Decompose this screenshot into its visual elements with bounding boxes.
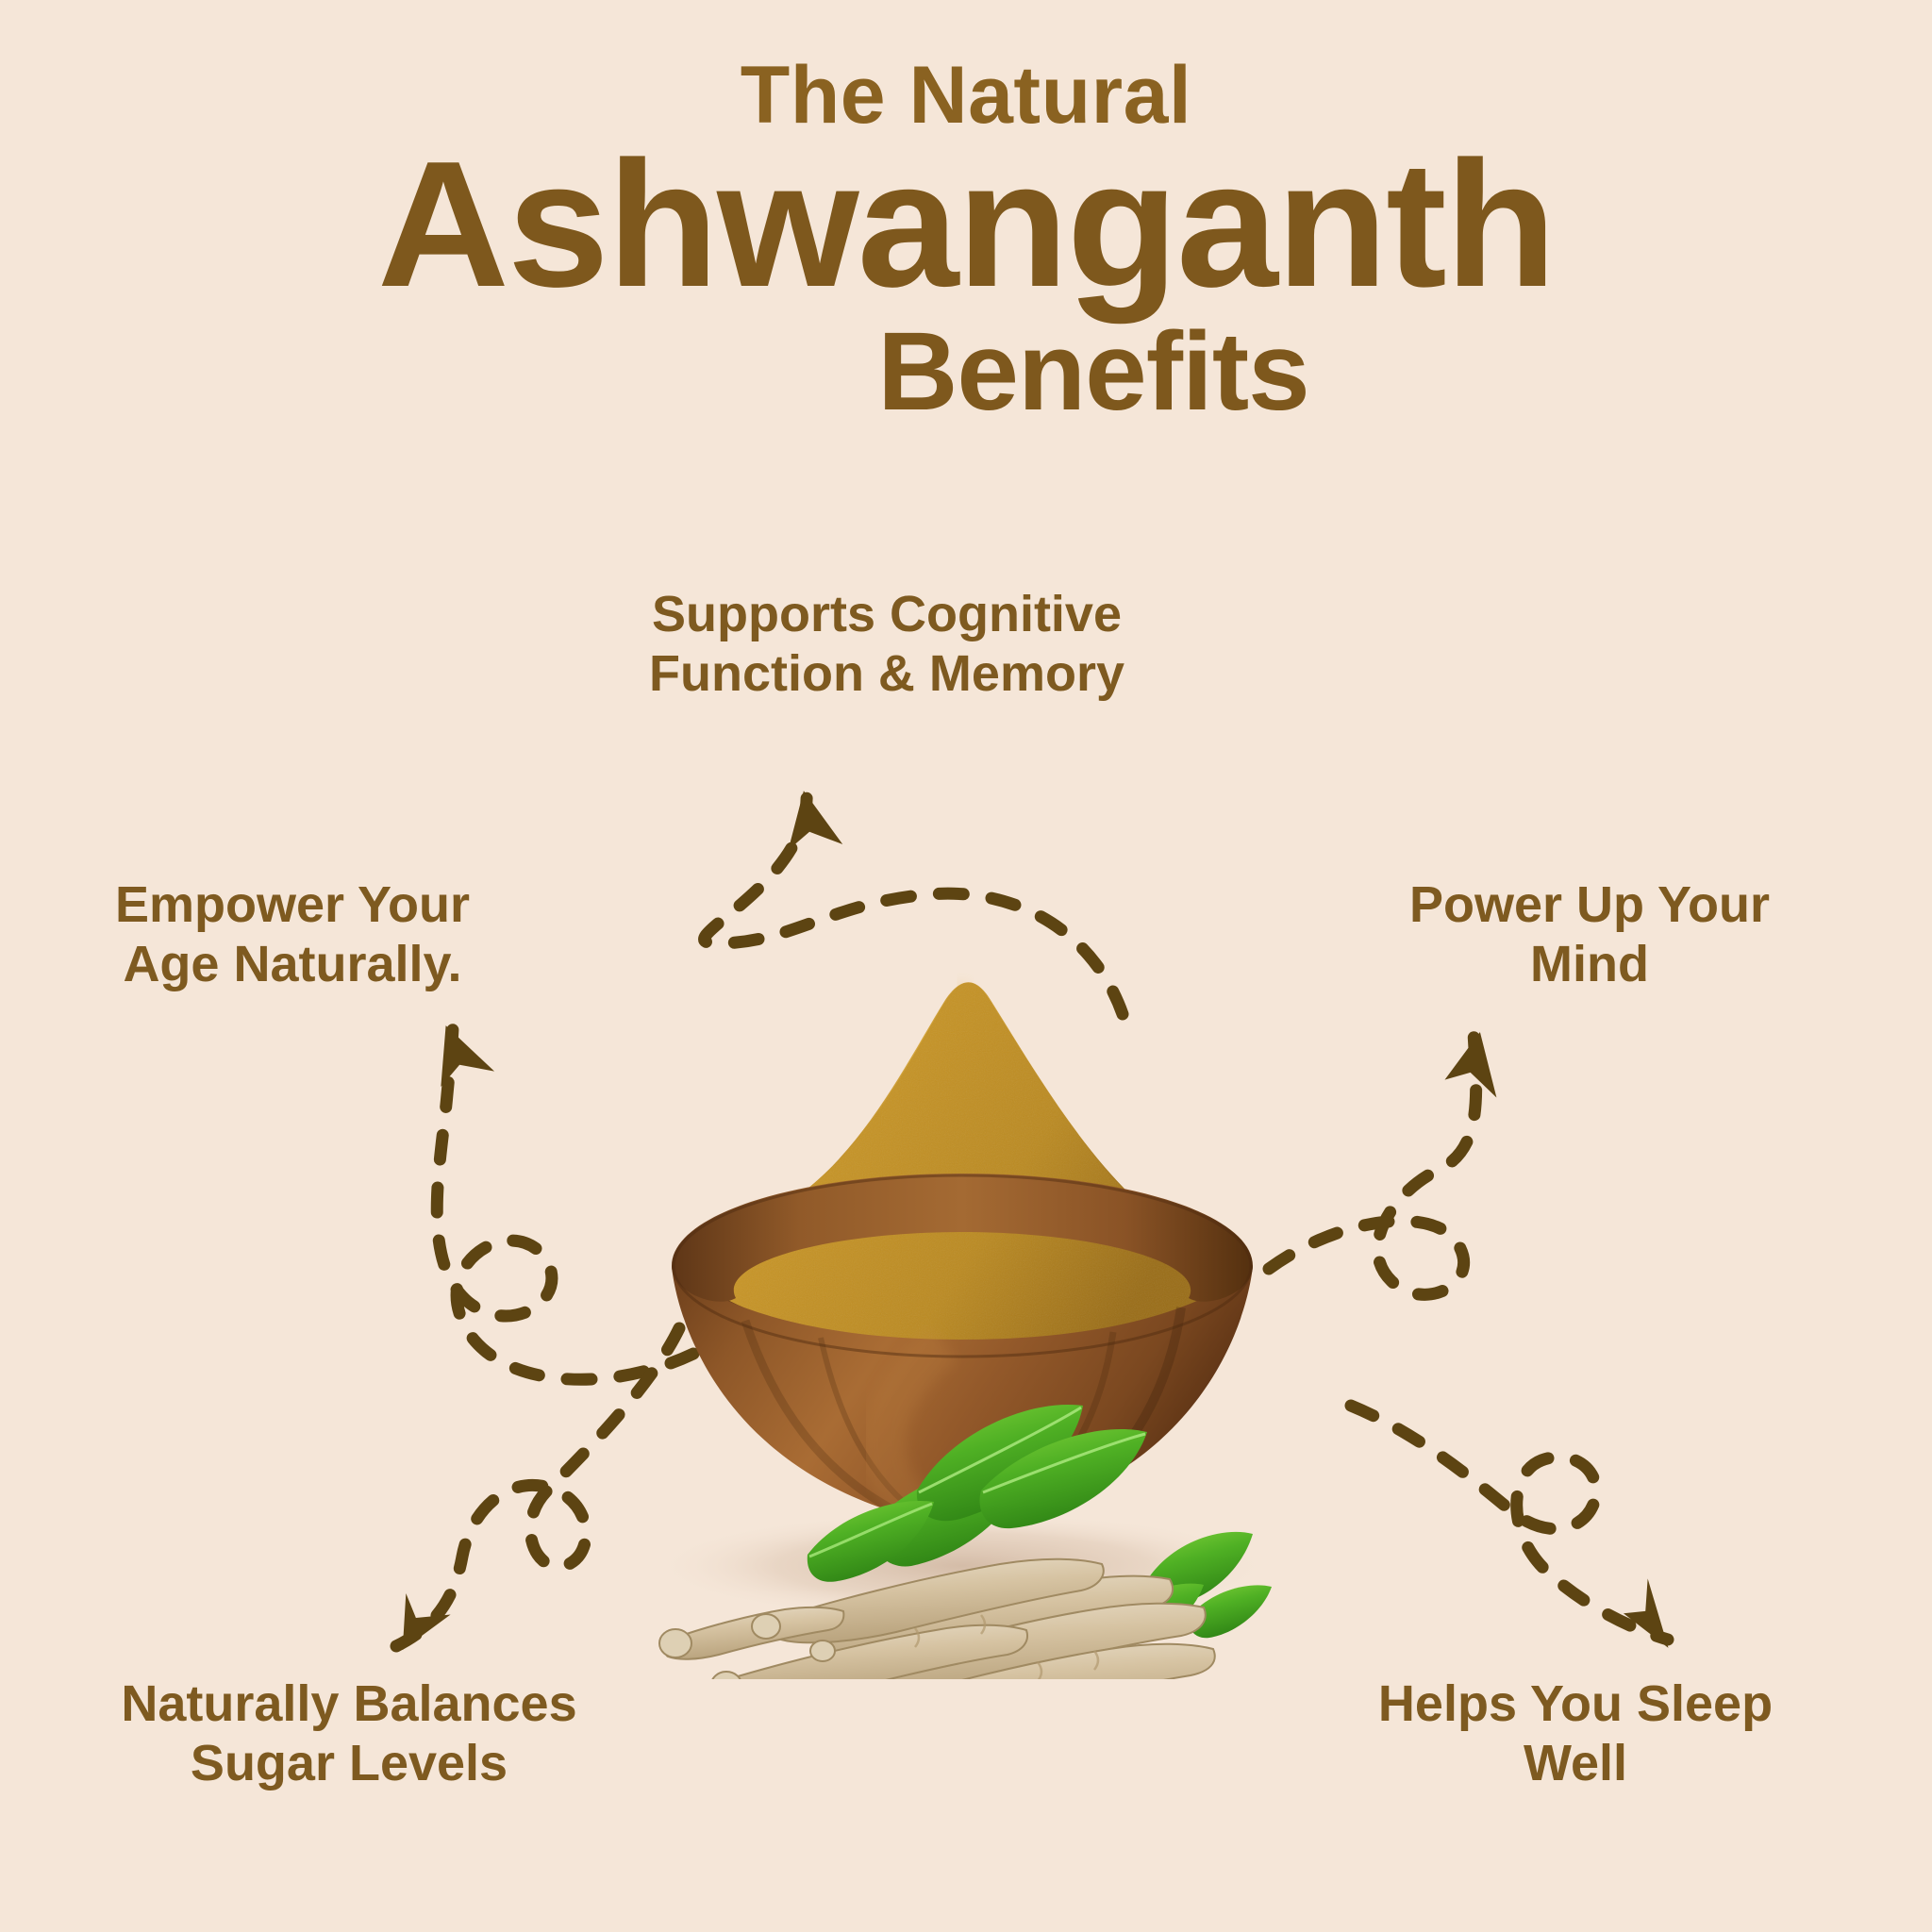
heading-eyebrow: The Natural: [740, 50, 1192, 141]
arrowhead-mind: [1444, 1031, 1497, 1098]
arrowhead-cognitive: [788, 791, 843, 851]
benefit-label-sleep: Helps You Sleep Well: [1377, 1675, 1774, 1792]
arrowhead-sleep: [1623, 1578, 1669, 1648]
ashwagandha-roots: [658, 1557, 1216, 1679]
poster-heading-block: The Natural Ashwanganth Benefits: [0, 55, 1932, 427]
benefit-label-mind: Power Up Your Mind: [1408, 876, 1771, 993]
benefit-label-cognitive: Supports Cognitive Function & Memory: [648, 586, 1124, 703]
page-title: Ashwanganth: [376, 125, 1557, 325]
arrowhead-aging: [441, 1025, 495, 1087]
connector-sleep: [1344, 1399, 1674, 1646]
arrowhead-sugar: [402, 1592, 451, 1651]
bowl-rim: [672, 1174, 1253, 1302]
benefit-label-aging: Empower Your Age Naturally.: [114, 876, 471, 993]
ashwagandha-powder-bowl-image: [585, 962, 1358, 1679]
heading-subtitle: Benefits: [877, 308, 1310, 434]
ashwagandha-leaves: [807, 1404, 1272, 1644]
benefit-label-sugar: Naturally Balances Sugar Levels: [121, 1675, 577, 1792]
